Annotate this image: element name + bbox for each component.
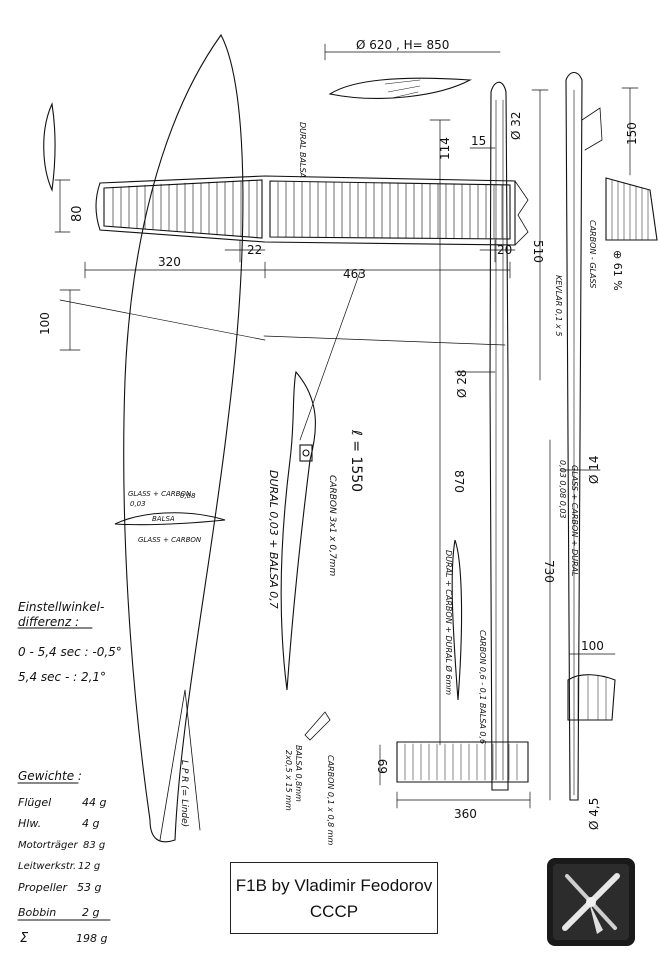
- note-lpr: L P R (= Linde): [179, 760, 189, 827]
- weight-item: Flügel: [18, 796, 51, 809]
- dim-100-left: 100: [38, 312, 52, 335]
- weight-total-label: Σ: [20, 931, 29, 946]
- note-glass-carbon-top: GLASS + CARBON: [128, 490, 192, 498]
- dim-4-5: Ø 4,5: [587, 798, 601, 830]
- weight-value: 83 g: [83, 840, 105, 851]
- airfoil-section: [114, 512, 226, 526]
- dim-length: ℓ = 1550: [348, 429, 364, 492]
- dim-15: 15: [471, 134, 486, 148]
- weight-item: Hlw.: [18, 817, 41, 830]
- weight-value: 4 g: [82, 817, 99, 830]
- boom-section: [451, 539, 463, 701]
- dim-510: 510: [531, 240, 545, 263]
- dim-69: 69: [376, 759, 390, 774]
- weight-item: Propeller: [18, 881, 69, 894]
- vertical-fin: [605, 177, 658, 241]
- dim-320: 320: [158, 255, 181, 269]
- dimension-lines: [54, 43, 639, 809]
- note-carbon-balsa: CARBON 0,6 - 0,1 BALSA 0,6: [478, 630, 487, 744]
- dim-730: 730: [542, 560, 556, 583]
- note-balsa-2x: 2x0,5 x 15 mm: [284, 750, 293, 811]
- note-dural-balsa: DURAL BALSA: [298, 122, 307, 178]
- weight-total-value: 198 g: [76, 932, 107, 945]
- dim-114: 114: [438, 137, 452, 160]
- setting-heading-2: differenz :: [18, 615, 79, 629]
- motor-tube: [489, 81, 509, 791]
- weight-item: Leitwerkstr.: [18, 861, 76, 872]
- setting-angle-notes: Einstellwinkel- differenz : 0 - 5,4 sec …: [18, 600, 122, 684]
- propeller-logo-icon: [547, 858, 635, 946]
- note-balsa-bottom: BALSA 0,8mm: [294, 745, 303, 802]
- dim-percent: ⊕ 61 %: [611, 250, 624, 291]
- wing-planform: [95, 175, 529, 246]
- setting-line-1: 0 - 5,4 sec : -0,5°: [18, 645, 122, 659]
- weight-value: 2 g: [82, 906, 99, 919]
- dim-870: 870: [452, 470, 466, 493]
- title-line-1: F1B by Vladimir Feodorov: [235, 876, 433, 895]
- weight-value: 53 g: [77, 881, 101, 894]
- material-annotations: DURAL BALSA CARBON - GLASS KEVLAR 0,1 x …: [128, 122, 597, 846]
- note-carbon-glass: CARBON - GLASS: [588, 220, 597, 288]
- dim-prop: Ø 620 , H= 850: [356, 38, 449, 52]
- setting-line-2: 5,4 sec - : 2,1°: [18, 670, 106, 684]
- propeller-blade-outline: [123, 33, 244, 843]
- note-glass-carbon-bottom: GLASS + CARBON: [138, 536, 202, 544]
- wing-ribs: [112, 179, 503, 239]
- dim-28: Ø 28: [455, 369, 469, 398]
- weights-table: Gewichte : Flügel 44 g Hlw. 4 g Motorträ…: [18, 769, 107, 946]
- dim-100-right: 100: [581, 639, 604, 653]
- note-008: 0,08: [180, 492, 196, 500]
- weight-item: Motorträger: [18, 840, 79, 851]
- weights-heading: Gewichte :: [18, 769, 82, 783]
- dim-14: Ø 14: [587, 455, 601, 484]
- note-balsa: BALSA: [152, 515, 175, 523]
- weight-item: Bobbin: [18, 906, 56, 919]
- dim-150: 150: [625, 122, 639, 145]
- tip-profile: [43, 102, 56, 192]
- note-kevlar: KEVLAR 0,1 x 5: [554, 275, 563, 336]
- note-carbon-3x: CARBON 3x1 x 0,7mm: [327, 475, 337, 576]
- setting-heading-1: Einstellwinkel-: [18, 600, 104, 614]
- note-003b: 0,03 0,08 0,03: [558, 460, 567, 519]
- title-block: F1B by Vladimir Feodorov CCCP: [230, 862, 438, 934]
- prop-hub: [328, 77, 472, 99]
- dim-360: 360: [454, 807, 477, 821]
- blade-detail: [280, 370, 316, 691]
- dim-80: 80: [70, 205, 85, 222]
- note-003: 0,03: [130, 500, 146, 508]
- weight-value: 44 g: [82, 796, 106, 809]
- note-dural-balsa2: DURAL 0,03 + BALSA 0,7: [267, 470, 280, 609]
- title-line-2: CCCP: [309, 902, 359, 921]
- note-dural-carbon: DURAL + CARBON + DURAL Ø 6mm: [444, 550, 454, 695]
- dim-20: 20: [497, 243, 512, 257]
- note-carbon-bottom: CARBON 0,1 x 0,8 mm: [326, 755, 335, 846]
- weight-value: 12 g: [78, 861, 100, 872]
- dimension-labels: Ø 620 , H= 850 80 22 320 463 20 100 114 …: [38, 38, 639, 830]
- stabilizer: [396, 741, 529, 783]
- dim-22: 22: [247, 243, 262, 257]
- note-glass-carbon-dural: GLASS + CARBON + DURAL: [570, 465, 579, 576]
- rudder-small: [567, 674, 616, 721]
- dim-32: Ø 32: [509, 111, 523, 140]
- dim-463: 463: [343, 267, 366, 281]
